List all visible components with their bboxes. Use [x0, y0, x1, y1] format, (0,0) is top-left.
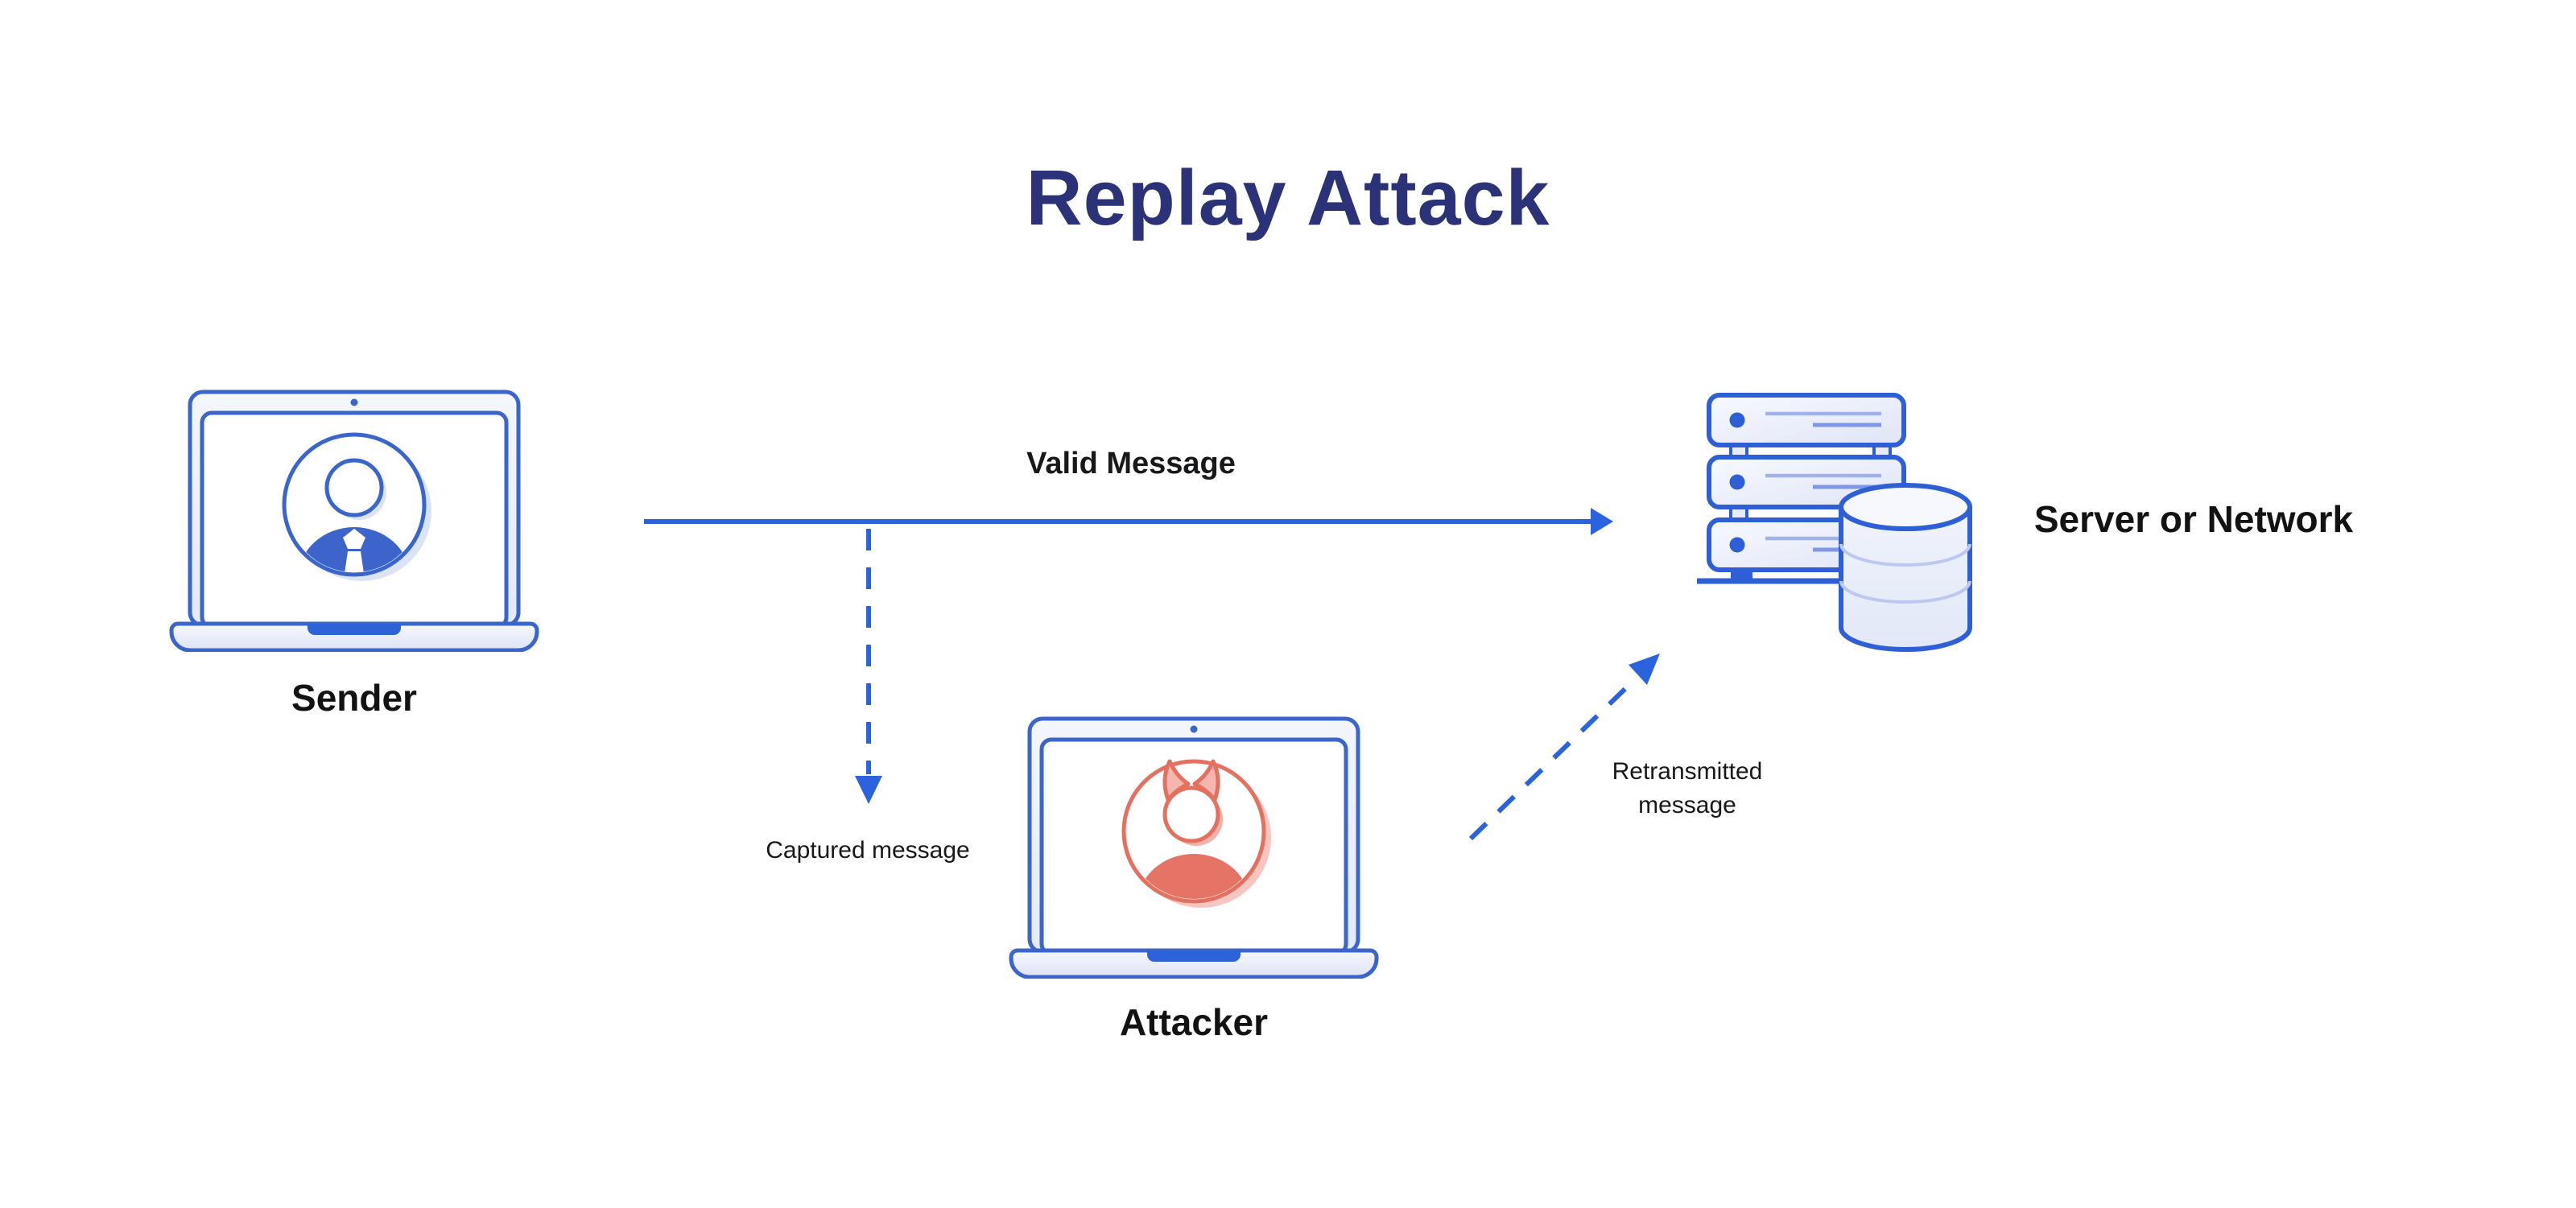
page-title: Replay Attack [1026, 154, 1550, 241]
server-database-icon [1697, 393, 1972, 652]
server-led-dot [1729, 474, 1745, 490]
attacker-node [1009, 716, 1379, 979]
valid-message-label: Valid Message [1026, 447, 1236, 480]
valid-message-arrow [644, 508, 1613, 535]
user-avatar [282, 432, 431, 581]
trackpad-notch [308, 624, 401, 635]
tie-knot [343, 529, 365, 549]
laptop-base [169, 621, 539, 652]
avatar-head [324, 458, 384, 517]
captured-message-label: Captured message [766, 837, 970, 864]
sender-label: Sender [291, 677, 417, 719]
laptop-base [1009, 948, 1379, 979]
retransmitted-message-arrow [1468, 653, 1660, 841]
trackpad-notch [1147, 950, 1241, 962]
webcam-dot [1190, 725, 1198, 733]
laptop-devil-user-icon [1009, 716, 1379, 979]
tie [341, 551, 367, 572]
database-cylinder [1839, 483, 1972, 652]
server-label: Server or Network [2033, 498, 2354, 540]
captured-message-arrow [855, 529, 882, 804]
server-led-dot [1729, 412, 1745, 428]
retransmitted-message-label: Retransmitted message [1612, 758, 1763, 818]
avatar-head [1162, 785, 1220, 843]
laptop-user-icon [169, 390, 539, 652]
webcam-dot [350, 398, 358, 406]
server-led-dot [1729, 537, 1745, 553]
devil-avatar [1121, 759, 1271, 908]
server-node [1690, 378, 1980, 660]
attacker-label: Attacker [1119, 1001, 1269, 1043]
sender-node [169, 390, 539, 652]
